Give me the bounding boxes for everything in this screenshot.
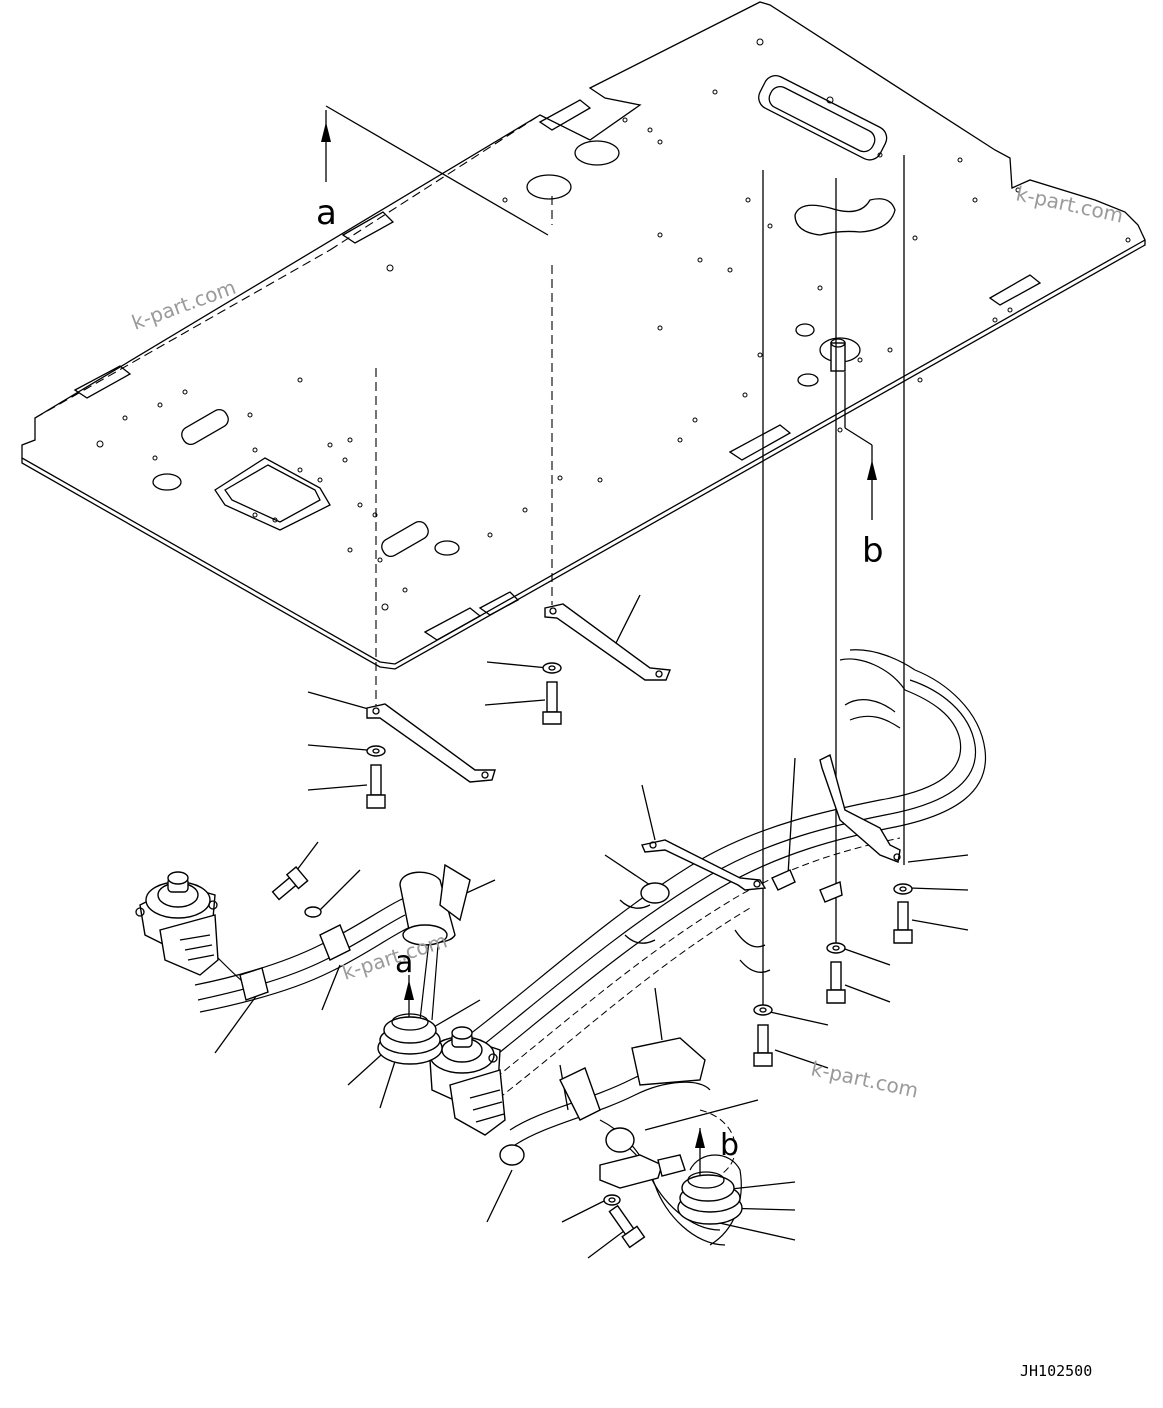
plate-holes: [96, 38, 1131, 611]
brackets-upper: [366, 603, 671, 783]
callout-a-bottom: a: [395, 945, 413, 980]
plate-cutouts: [152, 75, 896, 558]
callout-a-top: a: [316, 193, 337, 233]
valve-right: [429, 1026, 506, 1136]
hose-bundle-main: [434, 649, 987, 1106]
watermark-4: k-part.com: [809, 1056, 921, 1102]
drawing-code: JH102500: [1020, 1362, 1092, 1380]
callout-b-bottom: b: [720, 1128, 739, 1163]
valve-left: [135, 871, 219, 976]
clamps: [239, 753, 901, 1189]
washers: [304, 662, 913, 1206]
plate-tabs: [73, 99, 1042, 641]
callout-b-top: b: [862, 531, 884, 571]
bolts: [271, 681, 913, 1249]
watermark-2: k-part.com: [1014, 181, 1126, 227]
floor-plate: [21, 1, 1146, 670]
grommets: [377, 863, 743, 1225]
